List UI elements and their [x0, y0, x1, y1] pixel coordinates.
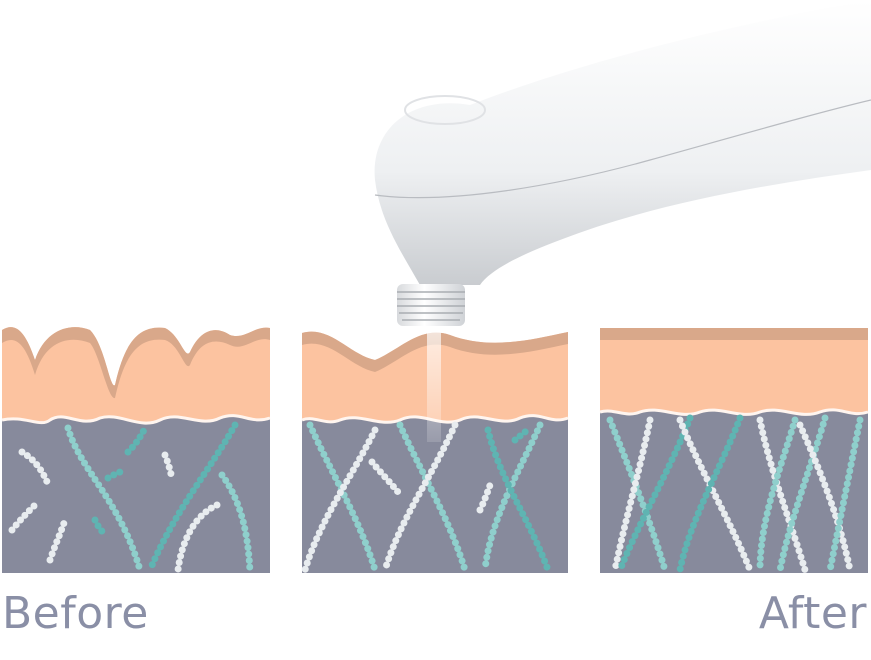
ultrasound-device — [374, 0, 871, 326]
before-panel — [1, 327, 271, 576]
after-panel — [599, 328, 869, 574]
ultrasound-beam — [427, 330, 441, 442]
after-label: After — [758, 588, 867, 639]
before-label: Before — [2, 588, 149, 639]
transducer-head — [397, 284, 465, 326]
treatment-panel — [301, 330, 569, 574]
